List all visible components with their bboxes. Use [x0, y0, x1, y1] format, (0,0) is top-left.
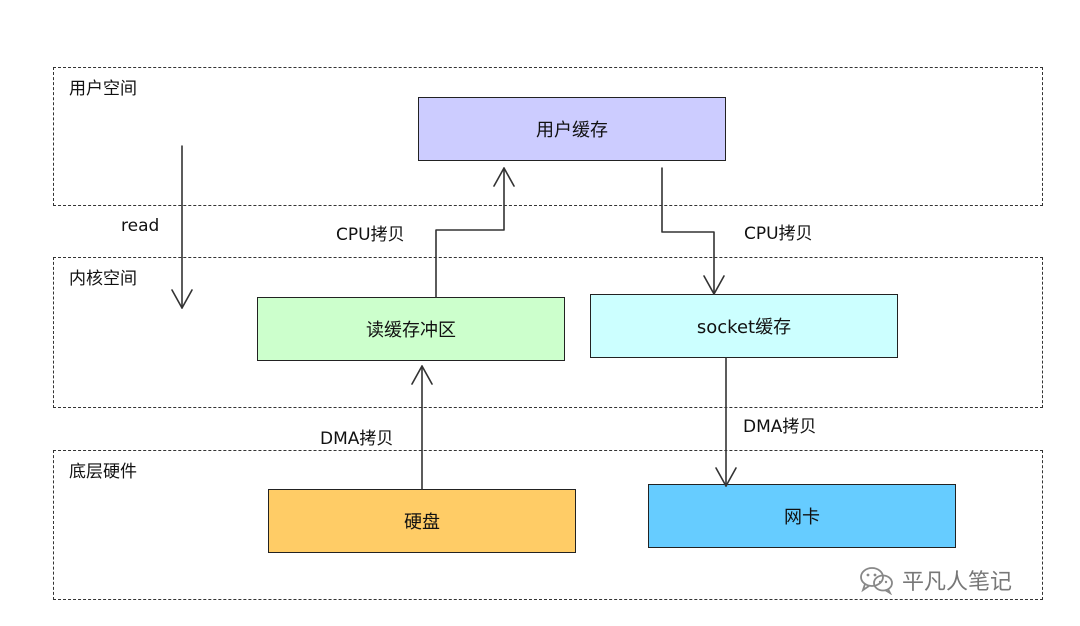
- dma-copy-down-label: DMA拷贝: [743, 417, 817, 437]
- kernel-space-label: 内核空间: [69, 269, 137, 289]
- read-buffer-box: 读缓存冲区: [257, 297, 565, 361]
- user-space-label: 用户空间: [69, 79, 137, 99]
- user-buffer-box: 用户缓存: [418, 97, 726, 161]
- cpu-copy-up-label: CPU拷贝: [336, 225, 405, 245]
- cpu-copy-down-arrowhead: [703, 275, 725, 295]
- watermark: 平凡人笔记: [858, 564, 1012, 596]
- user-space-region: [53, 67, 1043, 206]
- dma-copy-up-label: DMA拷贝: [320, 429, 394, 449]
- cpu-copy-up-arrowhead: [493, 167, 515, 187]
- cpu-copy-down-label: CPU拷贝: [744, 224, 813, 244]
- kernel-space-region: [53, 257, 1043, 408]
- read-arrowhead: [171, 289, 193, 309]
- dma-copy-up-arrowhead: [411, 365, 433, 385]
- watermark-text: 平凡人笔记: [902, 570, 1013, 595]
- read-label: read: [121, 216, 160, 236]
- wechat-icon: [860, 567, 893, 595]
- hardware-label: 底层硬件: [69, 462, 137, 482]
- cpu-copy-down-arrow: [661, 167, 715, 295]
- socket-buffer-box: socket缓存: [590, 294, 898, 358]
- hardware-region: [53, 450, 1043, 600]
- nic-box: 网卡: [648, 484, 956, 548]
- cpu-copy-up-arrow: [435, 167, 505, 298]
- dma-copy-down-arrowhead: [715, 467, 737, 487]
